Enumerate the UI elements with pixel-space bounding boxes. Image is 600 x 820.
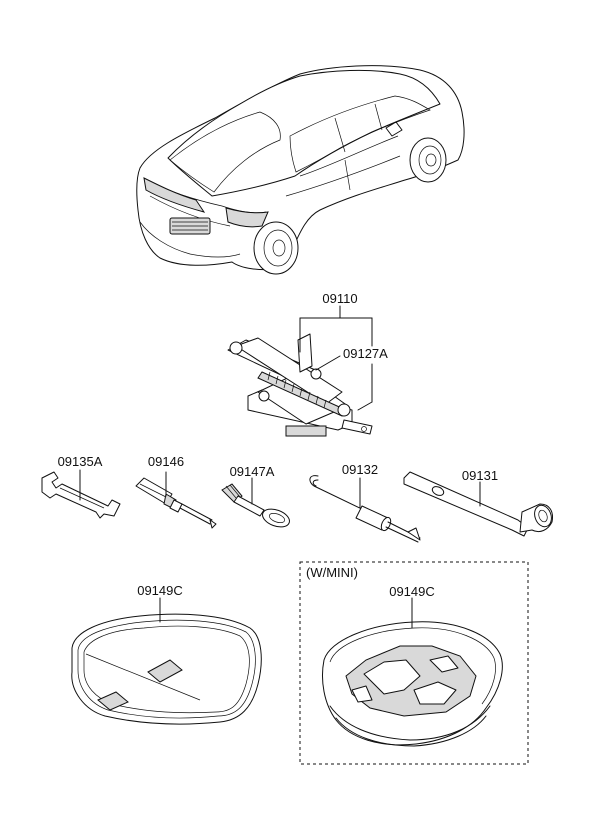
- label-screwdriver: 09146: [148, 454, 184, 469]
- label-towing-hook: 09147A: [230, 464, 275, 479]
- luggage-tray: [71, 613, 262, 725]
- label-jack-handle: 09127A: [343, 346, 388, 361]
- sedan-illustration: [136, 65, 465, 275]
- label-tray: 09149C: [137, 583, 183, 598]
- towing-hook: [221, 483, 290, 528]
- label-jack-crank: 09132: [342, 462, 378, 477]
- screwdriver: [135, 477, 217, 529]
- label-tray-mini: 09149C: [389, 584, 435, 599]
- luggage-tray-mini: [322, 621, 503, 747]
- label-spanner: 09135A: [58, 454, 103, 469]
- label-jack: 09110: [322, 291, 357, 306]
- leader-jack: [299, 305, 373, 411]
- mini-option-box: [299, 561, 529, 765]
- spanner: [41, 471, 121, 519]
- wheel-wrench: [403, 471, 553, 537]
- jack-crank: [309, 475, 421, 543]
- label-wheel-wrench: 09131: [462, 468, 498, 483]
- scissor-jack: [227, 333, 373, 437]
- mini-box-title: (W/MINI): [306, 565, 358, 580]
